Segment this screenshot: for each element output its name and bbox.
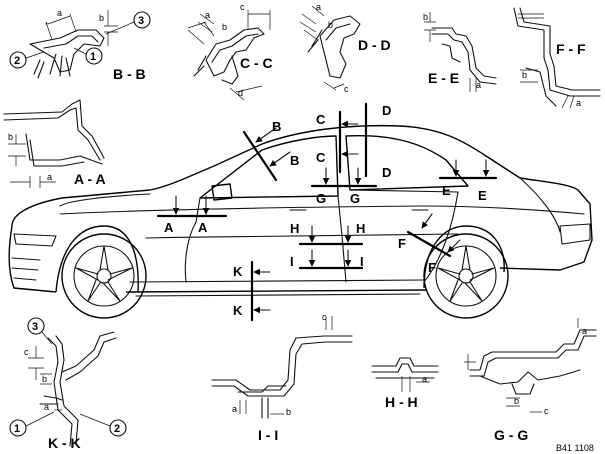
marker-i-left: I (290, 254, 294, 269)
detail-b-b: a b 3 1 2 B - B (9, 8, 151, 82)
marker-k-top: K (233, 264, 243, 279)
gg-title: G - G (494, 427, 528, 443)
car-side-view (8, 124, 593, 319)
marker-b-top: B (272, 119, 281, 134)
cc-dim-d: d (238, 88, 243, 98)
kk-dim-b: b (42, 374, 47, 384)
hh-title: H - H (385, 394, 418, 410)
marker-h-right: H (356, 221, 365, 236)
marker-i-right: I (360, 254, 364, 269)
marker-g-right: G (350, 191, 360, 206)
bb-callout-1: 1 (90, 51, 96, 63)
ii-dim-c: c (322, 312, 327, 322)
detail-e-e: b a E - E (423, 12, 497, 92)
marker-f-bottom: F (428, 260, 436, 275)
aa-dim-b: b (8, 132, 13, 142)
kk-callout-3: 3 (32, 321, 38, 333)
dd-dim-a: a (316, 2, 321, 12)
hh-dim-a: a (422, 374, 427, 384)
marker-g-left: G (316, 191, 326, 206)
detail-c-c: a b c d C - C (187, 2, 273, 101)
figure-reference: B41 1108 (556, 443, 594, 453)
aa-title: A - A (74, 171, 106, 187)
marker-f-top: F (398, 236, 406, 251)
ff-dim-b: b (522, 70, 527, 80)
ii-dim-a: a (232, 404, 237, 414)
gg-dim-b: b (514, 396, 519, 406)
marker-h-left: H (290, 221, 299, 236)
kk-dim-a: a (44, 402, 49, 412)
kk-title: K - K (48, 435, 81, 451)
detail-k-k: 3 1 2 c b a K - K (9, 317, 127, 451)
cc-dim-a: a (205, 10, 210, 20)
gg-dim-c: c (544, 406, 549, 416)
ff-title: F - F (556, 41, 586, 57)
ee-dim-a: a (476, 80, 481, 90)
gg-dim-a: a (582, 326, 587, 336)
aa-dim-a: a (47, 172, 52, 182)
marker-a-right: A (198, 220, 208, 235)
marker-c-top: C (316, 112, 326, 127)
dd-dim-b: b (328, 20, 333, 30)
ii-dim-b: b (286, 407, 291, 417)
marker-a-left: A (164, 220, 174, 235)
cc-dim-b: b (222, 22, 227, 32)
detail-a-a: b a A - A (3, 99, 106, 188)
marker-d-bottom: D (382, 165, 391, 180)
ee-dim-b: b (423, 12, 428, 22)
marker-e-left: E (442, 183, 451, 198)
bb-title: B - B (113, 66, 146, 82)
ee-title: E - E (428, 70, 459, 86)
kk-dim-c: c (24, 347, 29, 357)
detail-f-f: b a F - F (513, 7, 601, 109)
cc-dim-c: c (240, 2, 245, 12)
marker-d-top: D (382, 103, 391, 118)
marker-b-bottom: B (290, 153, 299, 168)
kk-callout-1: 1 (14, 423, 20, 435)
marker-k-bottom: K (233, 303, 243, 318)
kk-callout-2: 2 (114, 423, 120, 435)
bb-dim-b: b (99, 13, 104, 23)
bb-callout-2: 2 (14, 55, 20, 67)
section-markers: A A B B C C D D G G E E F F (156, 102, 498, 322)
ff-dim-a: a (576, 98, 581, 108)
detail-d-d: a b c D - D (299, 2, 391, 94)
detail-i-i: a b c I - I (211, 312, 353, 443)
detail-h-h: a H - H (371, 357, 439, 410)
bb-callout-3: 3 (138, 15, 144, 27)
marker-c-bottom: C (316, 150, 326, 165)
cc-title: C - C (240, 55, 273, 71)
detail-g-g: b c a G - G (464, 318, 597, 443)
marker-e-right: E (478, 188, 487, 203)
dd-title: D - D (358, 37, 391, 53)
dd-dim-c: c (344, 84, 349, 94)
bb-dim-a: a (57, 8, 62, 18)
ii-title: I - I (258, 427, 278, 443)
